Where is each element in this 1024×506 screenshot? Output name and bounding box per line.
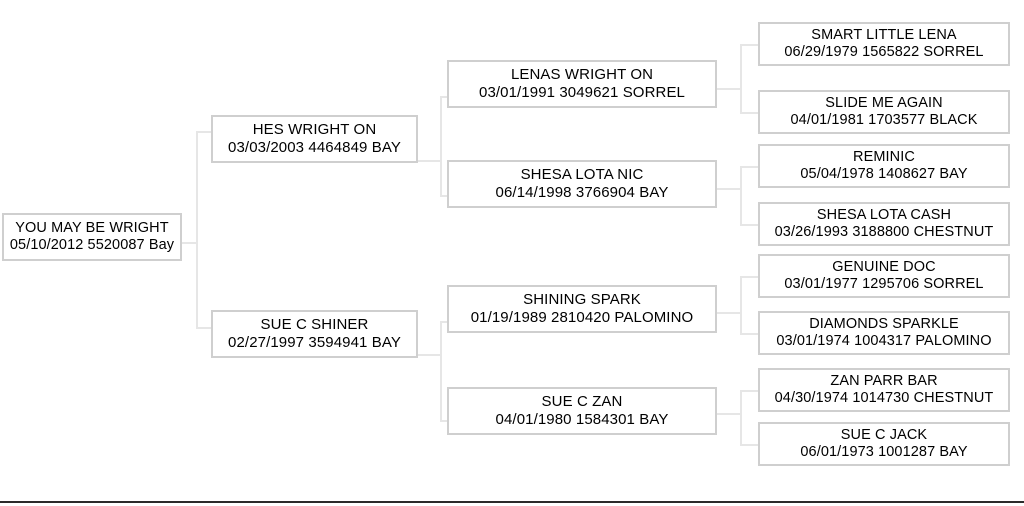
node-details: 05/04/1978 1408627 BAY [800,166,968,182]
connector-hes-wright-on-vertical-upper [440,96,442,162]
connector-shesa-lota-nic-vertical-lower [740,188,742,226]
node-details: 05/10/2012 5520087 Bay [9,237,175,253]
connector-sue-c-zan-to-zan-parr-bar [740,390,759,392]
pedigree-node-shining-spark[interactable]: SHINING SPARK 01/19/1989 2810420 PALOMIN… [447,285,717,333]
connector-lenas-wright-on-to-smart-little-lena [740,44,759,46]
connector-hes-wright-on-to-shesa-lota-nic [440,195,449,197]
pedigree-node-zan-parr-bar[interactable]: ZAN PARR BAR 04/30/1974 1014730 CHESTNUT [758,368,1010,412]
pedigree-node-slide-me-again[interactable]: SLIDE ME AGAIN 04/01/1981 1703577 BLACK [758,90,1010,134]
connector-sue-c-zan-to-sue-c-jack [740,444,759,446]
node-name: YOU MAY BE WRIGHT [15,219,169,236]
node-details: 04/30/1974 1014730 CHESTNUT [774,390,994,406]
node-name: SUE C ZAN [541,393,623,411]
connector-root-vertical-lower [196,242,198,329]
node-name: SHESA LOTA CASH [816,206,952,223]
node-name: GENUINE DOC [832,258,936,275]
connector-lenas-wright-on-vertical-upper [740,44,742,90]
connector-hes-wright-on-stem [417,160,441,162]
node-details: 03/26/1993 3188800 CHESTNUT [774,224,994,240]
node-name: SHESA LOTA NIC [520,166,644,184]
connector-sue-c-shiner-to-sue-c-zan [440,420,449,422]
pedigree-node-reminic[interactable]: REMINIC 05/04/1978 1408627 BAY [758,144,1010,188]
node-details: 02/27/1997 3594941 BAY [228,334,401,351]
node-name: REMINIC [853,148,915,165]
connector-sue-c-shiner-stem [417,354,441,356]
pedigree-node-lenas-wright-on[interactable]: LENAS WRIGHT ON 03/01/1991 3049621 SORRE… [447,60,717,108]
connector-shining-spark-vertical-lower [740,312,742,335]
footer-divider [0,501,1024,503]
connector-root-vertical-upper [196,131,198,244]
node-details: 06/14/1998 3766904 BAY [495,184,669,201]
connector-sue-c-shiner-vertical-upper [440,321,442,356]
node-details: 06/01/1973 1001287 BAY [800,444,968,460]
node-details: 06/29/1979 1565822 SORREL [784,44,984,60]
node-details: 03/01/1974 1004317 PALOMINO [776,333,992,349]
node-name: DIAMONDS SPARKLE [809,315,959,332]
connector-shining-spark-stem [716,312,742,314]
connector-sue-c-zan-stem [716,413,742,415]
node-name: SMART LITTLE LENA [811,26,957,43]
pedigree-node-you-may-be-wright[interactable]: YOU MAY BE WRIGHT 05/10/2012 5520087 Bay [2,213,182,261]
connector-shesa-lota-nic-vertical-upper [740,166,742,190]
pedigree-node-smart-little-lena[interactable]: SMART LITTLE LENA 06/29/1979 1565822 SOR… [758,22,1010,66]
node-details: 01/19/1989 2810420 PALOMINO [470,309,694,326]
connector-sue-c-zan-vertical-upper [740,390,742,415]
node-name: ZAN PARR BAR [830,372,938,389]
pedigree-node-shesa-lota-nic[interactable]: SHESA LOTA NIC 06/14/1998 3766904 BAY [447,160,717,208]
pedigree-node-sue-c-zan[interactable]: SUE C ZAN 04/01/1980 1584301 BAY [447,387,717,435]
connector-root-stem [181,242,197,244]
node-name: SLIDE ME AGAIN [825,94,943,111]
pedigree-node-diamonds-sparkle[interactable]: DIAMONDS SPARKLE 03/01/1974 1004317 PALO… [758,311,1010,355]
node-name: SHINING SPARK [523,291,641,309]
node-details: 03/01/1991 3049621 SORREL [479,84,685,101]
node-name: HES WRIGHT ON [252,121,377,139]
connector-root-to-sue-c-shiner [196,327,212,329]
connector-shesa-lota-nic-to-reminic [740,166,759,168]
connector-shining-spark-to-genuine-doc [740,276,759,278]
connector-shining-spark-to-diamonds-sparkle [740,333,759,335]
node-details: 03/03/2003 4464849 BAY [228,139,401,156]
node-details: 03/01/1977 1295706 SORREL [784,276,984,292]
node-name: SUE C SHINER [260,316,369,334]
pedigree-node-hes-wright-on[interactable]: HES WRIGHT ON 03/03/2003 4464849 BAY [211,115,418,163]
node-details: 04/01/1980 1584301 BAY [495,411,669,428]
connector-shesa-lota-nic-to-shesa-lota-cash [740,224,759,226]
connector-lenas-wright-on-vertical-lower [740,88,742,114]
node-details: 04/01/1981 1703577 BLACK [790,112,978,128]
connector-lenas-wright-on-stem [716,88,742,90]
connector-shining-spark-vertical-upper [740,276,742,314]
connector-sue-c-shiner-vertical-lower [440,354,442,422]
connector-sue-c-shiner-to-shining-spark [440,321,449,323]
connector-root-to-hes-wright-on [196,131,212,133]
pedigree-node-genuine-doc[interactable]: GENUINE DOC 03/01/1977 1295706 SORREL [758,254,1010,298]
connector-hes-wright-on-vertical-lower [440,160,442,197]
connector-shesa-lota-nic-stem [716,188,742,190]
pedigree-node-sue-c-jack[interactable]: SUE C JACK 06/01/1973 1001287 BAY [758,422,1010,466]
pedigree-node-shesa-lota-cash[interactable]: SHESA LOTA CASH 03/26/1993 3188800 CHEST… [758,202,1010,246]
node-name: SUE C JACK [840,426,928,443]
pedigree-node-sue-c-shiner[interactable]: SUE C SHINER 02/27/1997 3594941 BAY [211,310,418,358]
connector-hes-wright-on-to-lenas-wright-on [440,96,449,98]
node-name: LENAS WRIGHT ON [510,66,654,84]
connector-sue-c-zan-vertical-lower [740,413,742,446]
connector-lenas-wright-on-to-slide-me-again [740,112,759,114]
